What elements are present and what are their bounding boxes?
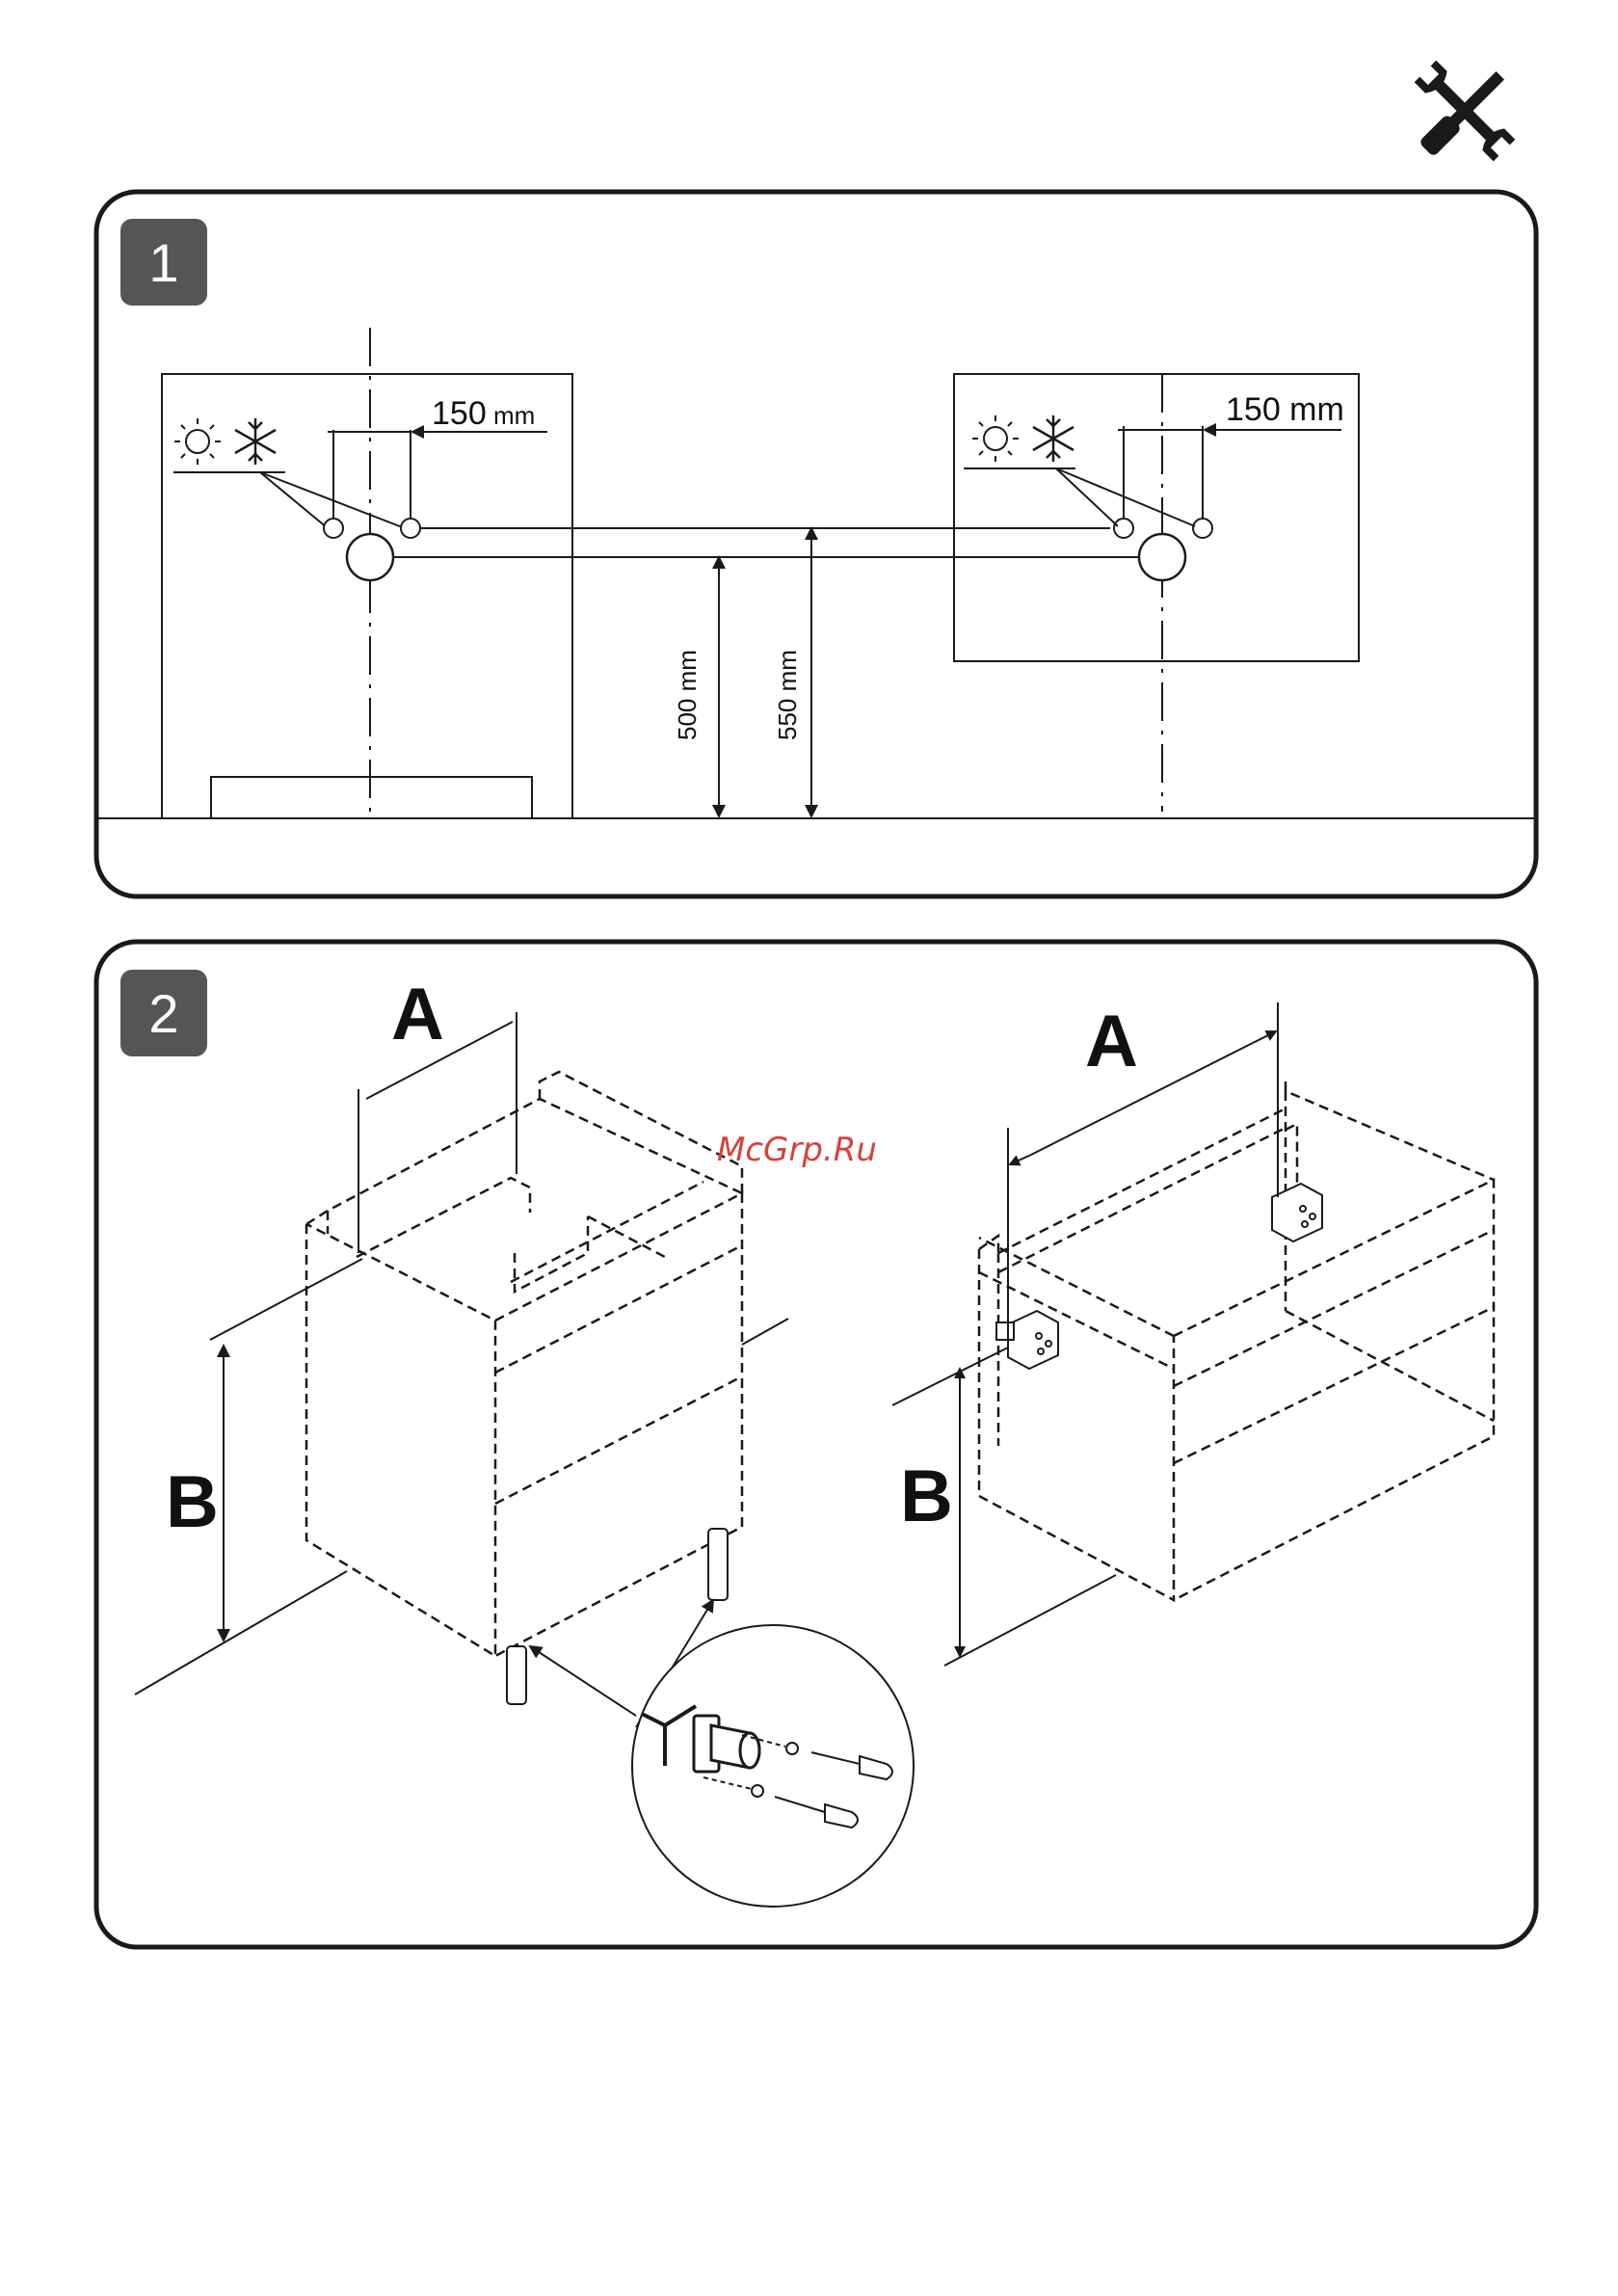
- step-number: 1: [148, 232, 178, 293]
- step-number: 2: [148, 983, 178, 1044]
- sun-icon: [972, 415, 1019, 462]
- floor-cabinet-drawing: [306, 1072, 742, 1656]
- snowflake-icon: [235, 418, 276, 465]
- snowflake-icon: [1033, 415, 1074, 462]
- sun-icon: [174, 418, 221, 465]
- dimension-label-b-left: B: [166, 1461, 219, 1543]
- watermark: McGrp.Ru: [717, 1131, 877, 1169]
- height-label-550: 550 mm: [773, 650, 802, 740]
- dimension-label-b-right: B: [900, 1455, 953, 1537]
- dimension-label-a-right: A: [1085, 1001, 1138, 1082]
- panel-1: 1: [96, 192, 1536, 896]
- offset-label-right: 150 mm: [1226, 391, 1344, 428]
- offset-unit-left: mm: [493, 401, 535, 430]
- tools-icon: [1415, 61, 1516, 162]
- offset-label-left: 150: [432, 395, 487, 432]
- wall-bracket: [996, 1184, 1322, 1369]
- dimension-label-a-left: A: [391, 974, 444, 1055]
- step-badge-2: 2: [120, 970, 207, 1056]
- panel-2: 2 A: [96, 942, 1536, 1947]
- height-label-500: 500 mm: [673, 650, 702, 740]
- leg-detail-circle: [632, 1625, 914, 1907]
- step-badge-1: 1: [120, 219, 207, 306]
